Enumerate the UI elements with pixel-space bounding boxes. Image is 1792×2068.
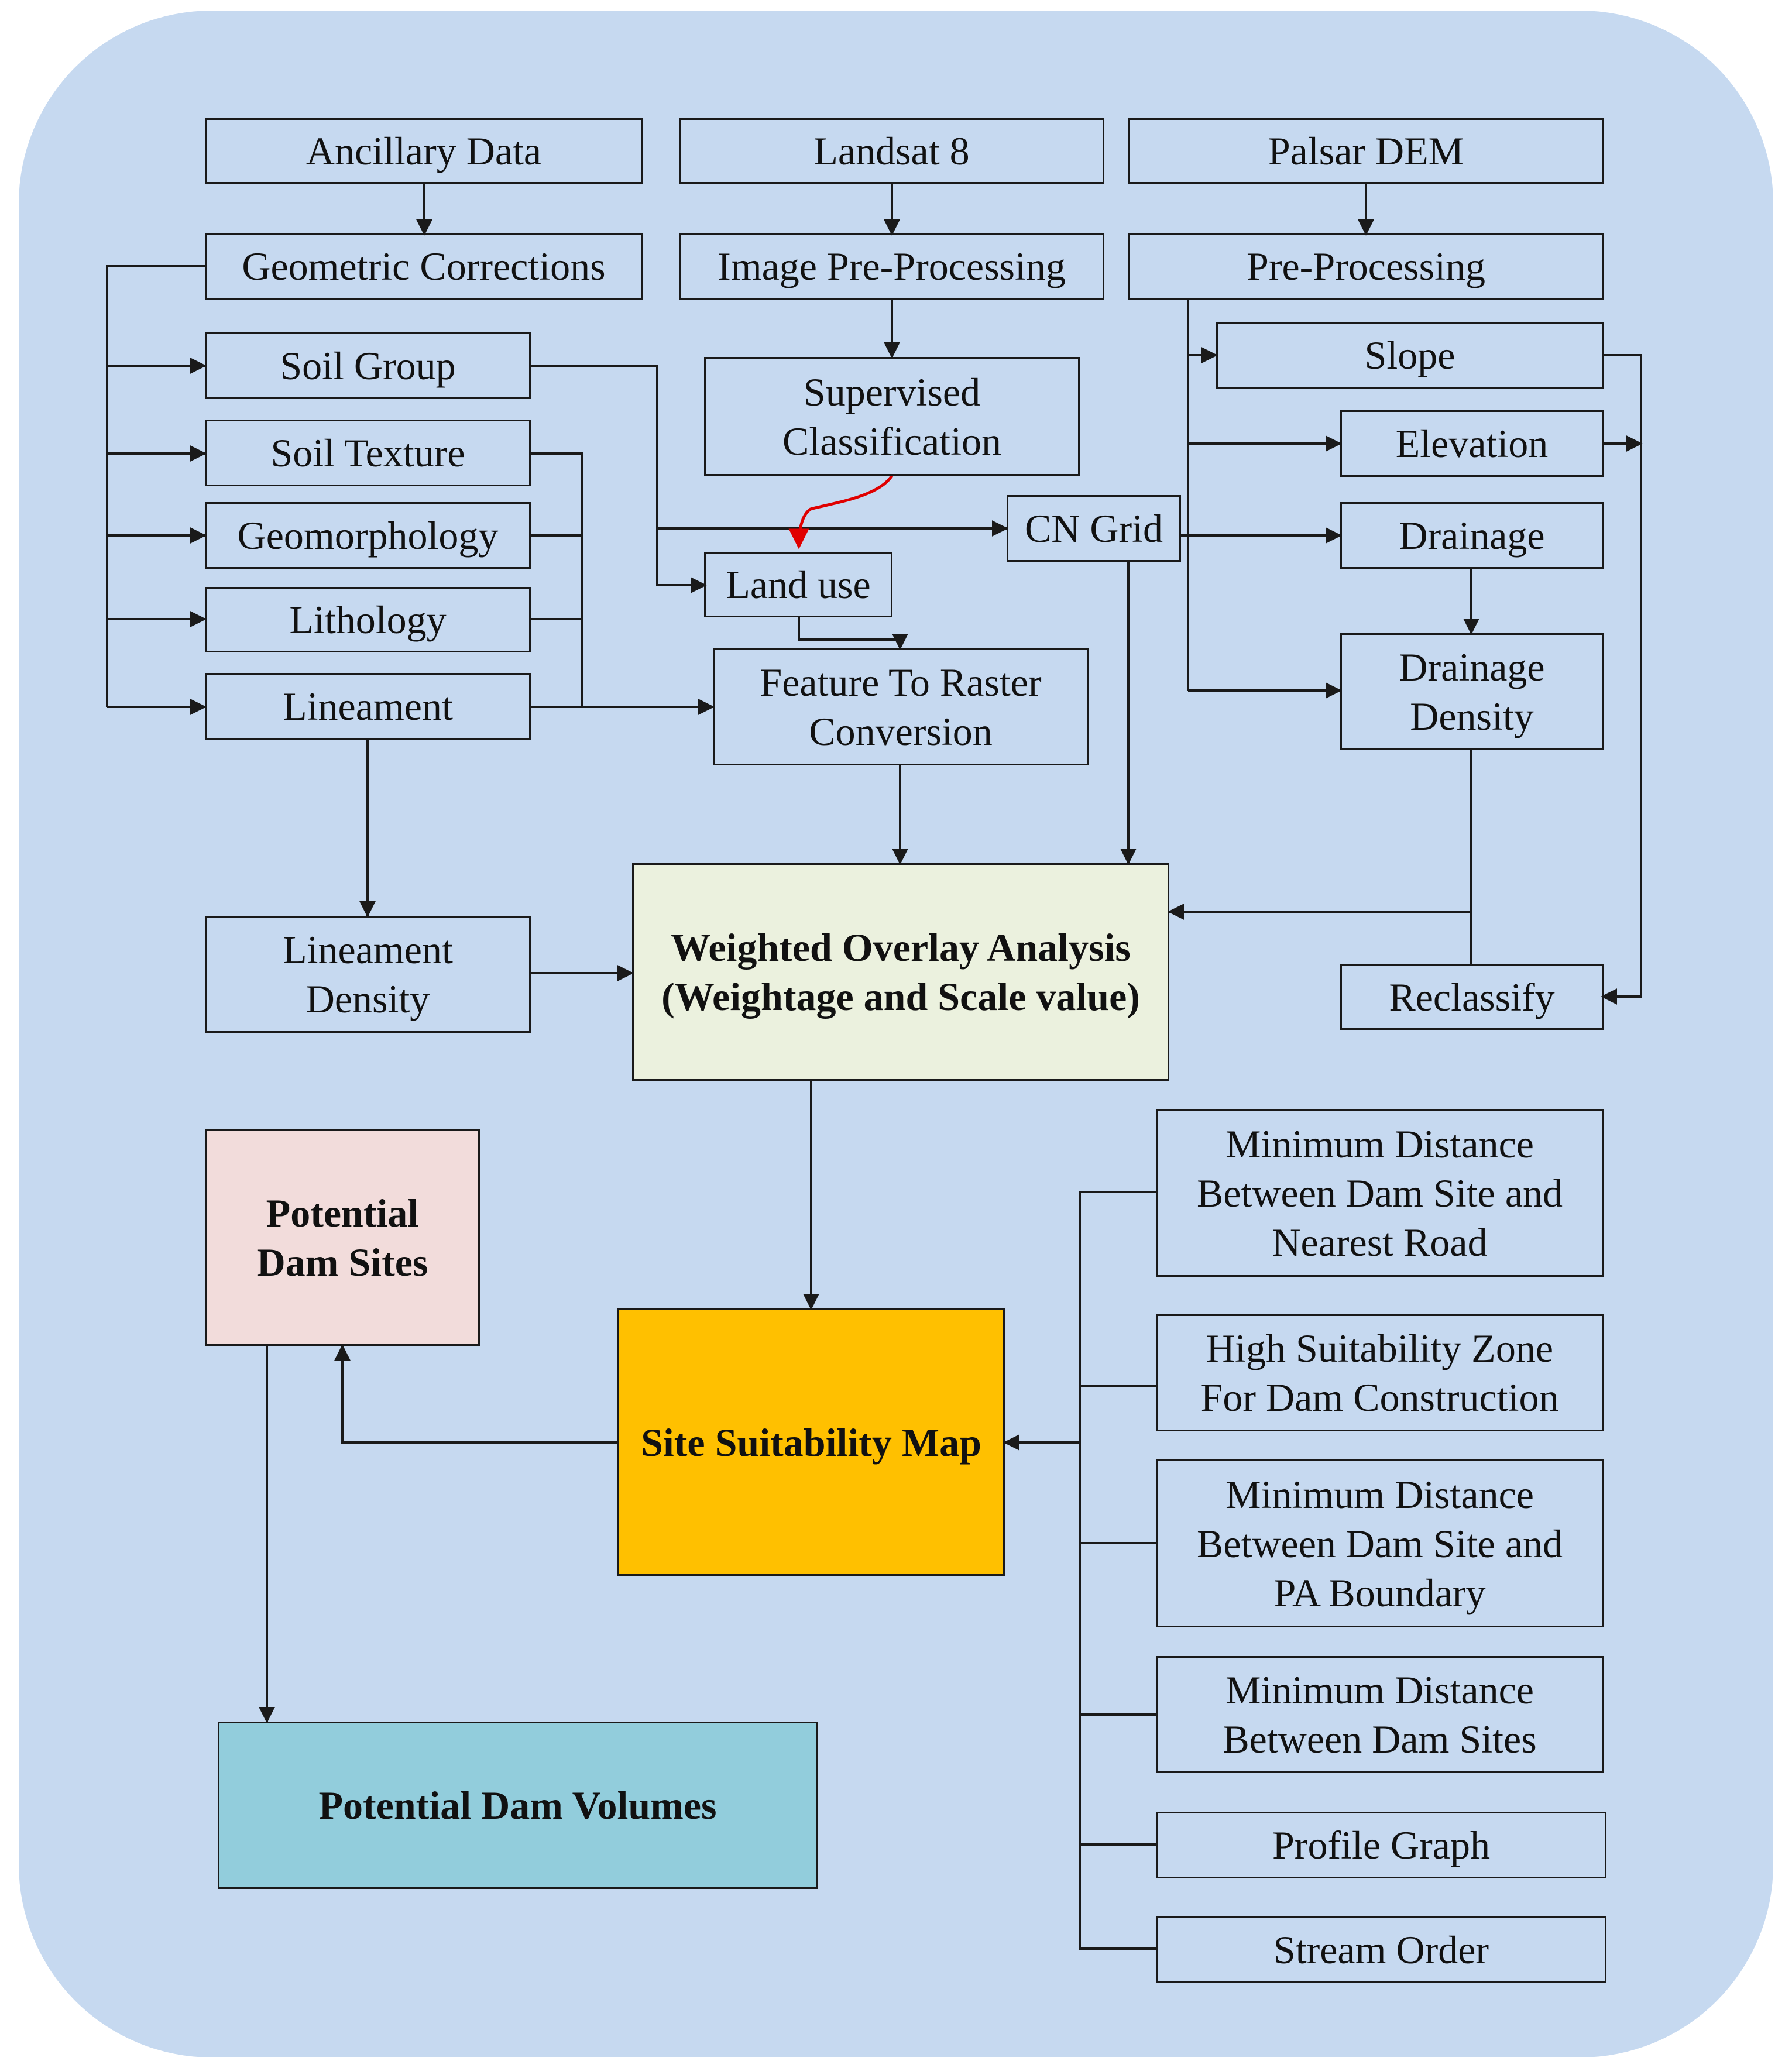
node-slope: Slope: [1216, 322, 1604, 389]
node-stream-order: Stream Order: [1156, 1916, 1606, 1983]
node-lineament: Lineament: [205, 673, 531, 740]
node-weighted-overlay-analysis: Weighted Overlay Analysis (Weightage and…: [632, 863, 1169, 1081]
arrow-land-use-to-feature-raster: [798, 617, 908, 650]
node-drainage: Drainage: [1340, 502, 1604, 569]
node-preprocessing: Pre-Processing: [1128, 233, 1604, 300]
slope-right-bracket: [1601, 354, 1642, 1005]
node-image-preprocessing: Image Pre-Processing: [679, 233, 1104, 300]
node-elevation: Elevation: [1340, 410, 1604, 477]
node-lithology: Lithology: [205, 587, 531, 652]
node-geometric-corrections: Geometric Corrections: [205, 233, 643, 300]
node-land-use: Land use: [704, 552, 892, 617]
node-soil-texture: Soil Texture: [205, 420, 531, 486]
arrow-site-suitability-to-dam-sites: [334, 1344, 617, 1444]
node-lineament-density: Lineament Density: [205, 916, 531, 1033]
node-geomorphology: Geomorphology: [205, 502, 531, 569]
red-arrow-supervised-to-land-use: [788, 475, 894, 549]
node-drainage-density: Drainage Density: [1340, 633, 1604, 750]
node-profile-graph: Profile Graph: [1156, 1812, 1606, 1878]
node-potential-dam-sites: Potential Dam Sites: [205, 1129, 480, 1346]
node-landsat-8: Landsat 8: [679, 118, 1104, 184]
node-high-suitability-zone: High Suitability Zone For Dam Constructi…: [1156, 1314, 1604, 1431]
outputs-bracket: [1079, 1191, 1156, 1950]
node-ancillary-data: Ancillary Data: [205, 118, 643, 184]
geometric-left-bracket: [106, 265, 205, 707]
node-min-distance-road: Minimum Distance Between Dam Site and Ne…: [1156, 1109, 1604, 1277]
node-potential-dam-volumes: Potential Dam Volumes: [218, 1722, 818, 1889]
node-reclassify: Reclassify: [1340, 964, 1604, 1030]
node-site-suitability-map: Site Suitability Map: [617, 1308, 1005, 1576]
arrow-soil-group-to-land-use: [530, 365, 707, 593]
node-min-distance-dam-sites: Minimum Distance Between Dam Sites: [1156, 1656, 1604, 1773]
node-min-distance-pa-boundary: Minimum Distance Between Dam Site and PA…: [1156, 1459, 1604, 1627]
node-feature-to-raster: Feature To Raster Conversion: [713, 648, 1089, 765]
soil-texture-bracket: [530, 452, 583, 707]
node-supervised-classification: Supervised Classification: [704, 357, 1080, 476]
node-cn-grid: CN Grid: [1007, 495, 1181, 562]
node-palsar-dem: Palsar DEM: [1128, 118, 1604, 184]
node-soil-group: Soil Group: [205, 332, 531, 399]
